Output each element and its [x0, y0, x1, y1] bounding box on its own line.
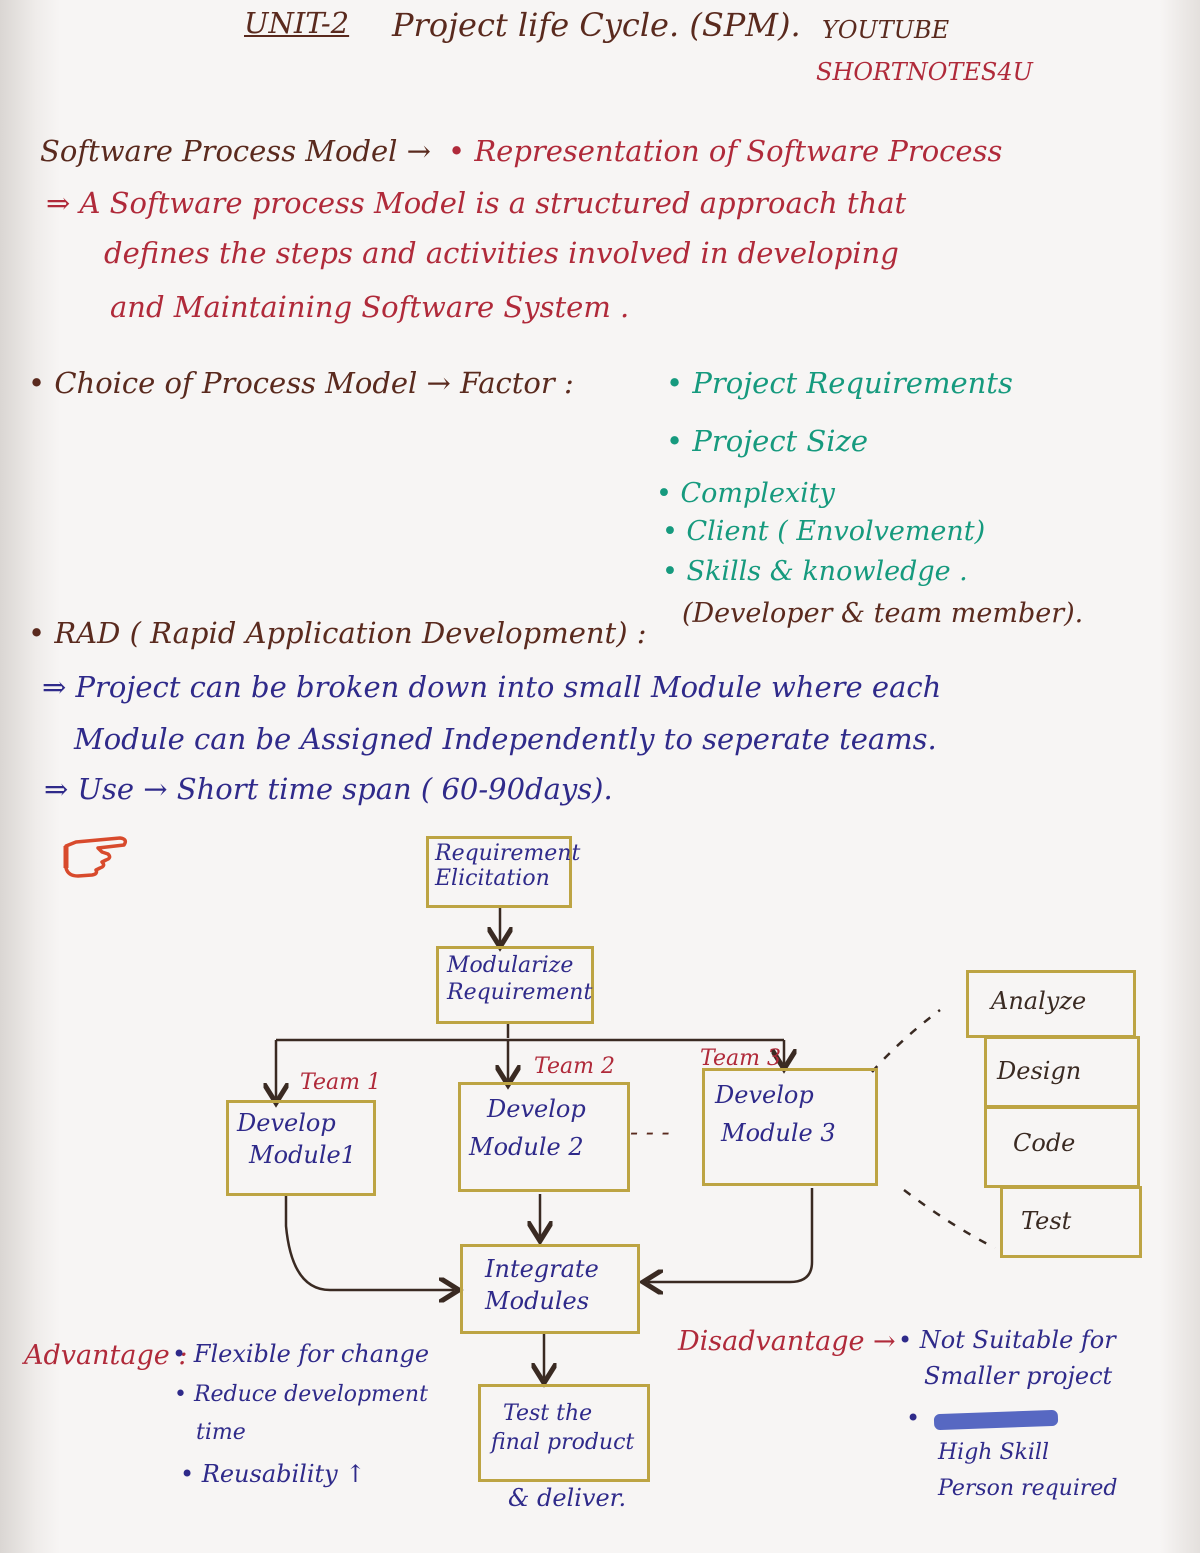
phase-design: Design [997, 1057, 1082, 1085]
factor-complexity: • Complexity [656, 478, 835, 509]
advantage-item-2-cont: time [196, 1420, 246, 1445]
mod-line-1: Modularize [447, 953, 574, 978]
test-line-2: final product [491, 1430, 635, 1455]
rad-heading: • RAD ( Rapid Application Development) : [28, 616, 647, 650]
disadvantage-item-2: High Skill [938, 1440, 1049, 1465]
team-2-label: Team 2 [534, 1054, 615, 1079]
unit-label: UNIT-2 [244, 6, 350, 40]
disadvantage-bullet-2: • [906, 1404, 921, 1432]
integ-line-1: Integrate [485, 1255, 599, 1283]
develop-module-3-box: Develop Module 3 [702, 1068, 878, 1186]
spm-definition-line-3: and Maintaining Software System . [110, 290, 630, 324]
channel-line-2: SHORTNOTES4U [816, 58, 1033, 86]
rad-line-3: ⇒ Use → Short time span ( 60-90days). [44, 772, 613, 806]
dev1-line-2: Module1 [249, 1141, 356, 1169]
req-line-2: Elicitation [435, 866, 550, 891]
dev3-line-1: Develop [715, 1081, 814, 1109]
phase-test: Test [1021, 1207, 1072, 1235]
dev2-line-1: Develop [487, 1095, 586, 1123]
page-title: Project life Cycle. (SPM). [392, 6, 801, 44]
phase-test-box: Test [1000, 1186, 1142, 1258]
advantage-label: Advantage : [24, 1340, 188, 1371]
dev3-line-2: Module 3 [721, 1119, 836, 1147]
pointing-hand-icon [63, 836, 128, 878]
dev1-line-1: Develop [237, 1109, 336, 1137]
disadvantage-item-2-cont: Person required [938, 1476, 1118, 1501]
integrate-modules-box: Integrate Modules [460, 1244, 640, 1334]
requirement-elicitation-box: Requirement Elicitation [426, 836, 581, 908]
factor-project-size: • Project Size [666, 424, 869, 458]
integ-line-2: Modules [485, 1287, 590, 1315]
mod-line-2: Requirement [447, 980, 593, 1005]
advantage-item-1: • Flexible for change [172, 1340, 430, 1368]
page-fold-shadow [0, 0, 60, 1553]
channel-line-1: YOUTUBE [822, 16, 950, 44]
phase-analyze: Analyze [991, 987, 1087, 1015]
develop-module-1-box: Develop Module1 [226, 1100, 376, 1196]
rad-line-1: ⇒ Project can be broken down into small … [42, 670, 942, 704]
phase-code-box: Code [984, 1106, 1140, 1188]
test-final-product-box: Test the final product [478, 1384, 650, 1482]
spm-heading: Software Process Model → [40, 134, 431, 168]
test-line-1: Test the [503, 1401, 593, 1426]
disadvantage-item-1: • Not Suitable for [898, 1326, 1116, 1354]
develop-module-2-box: Develop Module 2 [458, 1082, 630, 1192]
module-ellipsis: - - - [630, 1118, 670, 1146]
choice-heading: • Choice of Process Model → Factor : [28, 366, 574, 400]
page-edge-shadow [1160, 0, 1200, 1553]
advantage-item-3: • Reusability ↑ [180, 1460, 366, 1488]
factor-skills-note: (Developer & team member). [682, 598, 1084, 629]
spm-definition-line-2: defines the steps and activities involve… [104, 236, 899, 270]
dev2-line-2: Module 2 [469, 1133, 584, 1161]
factor-skills: • Skills & knowledge . [662, 556, 968, 587]
team-1-label: Team 1 [300, 1070, 381, 1095]
advantage-item-2: • Reduce development [174, 1382, 428, 1407]
phase-code: Code [1013, 1129, 1076, 1157]
phase-analyze-box: Analyze [966, 970, 1136, 1038]
team-3-label: Team 3 [700, 1046, 781, 1071]
spm-definition-line-1: ⇒ A Software process Model is a structur… [46, 186, 907, 220]
modularize-requirement-box: Modularize Requirement [436, 946, 594, 1024]
phase-design-box: Design [984, 1036, 1140, 1108]
deliver-text: & deliver. [508, 1484, 627, 1512]
req-line-1: Requirement [435, 841, 581, 866]
factor-project-requirements: • Project Requirements [666, 366, 1013, 400]
disadvantage-label: Disadvantage → [678, 1326, 896, 1357]
rad-line-2: Module can be Assigned Independently to … [74, 722, 937, 756]
factor-client: • Client ( Envolvement) [662, 516, 986, 547]
spm-definition-short: • Representation of Software Process [448, 134, 1003, 168]
disadvantage-item-1-cont: Smaller project [924, 1362, 1113, 1390]
